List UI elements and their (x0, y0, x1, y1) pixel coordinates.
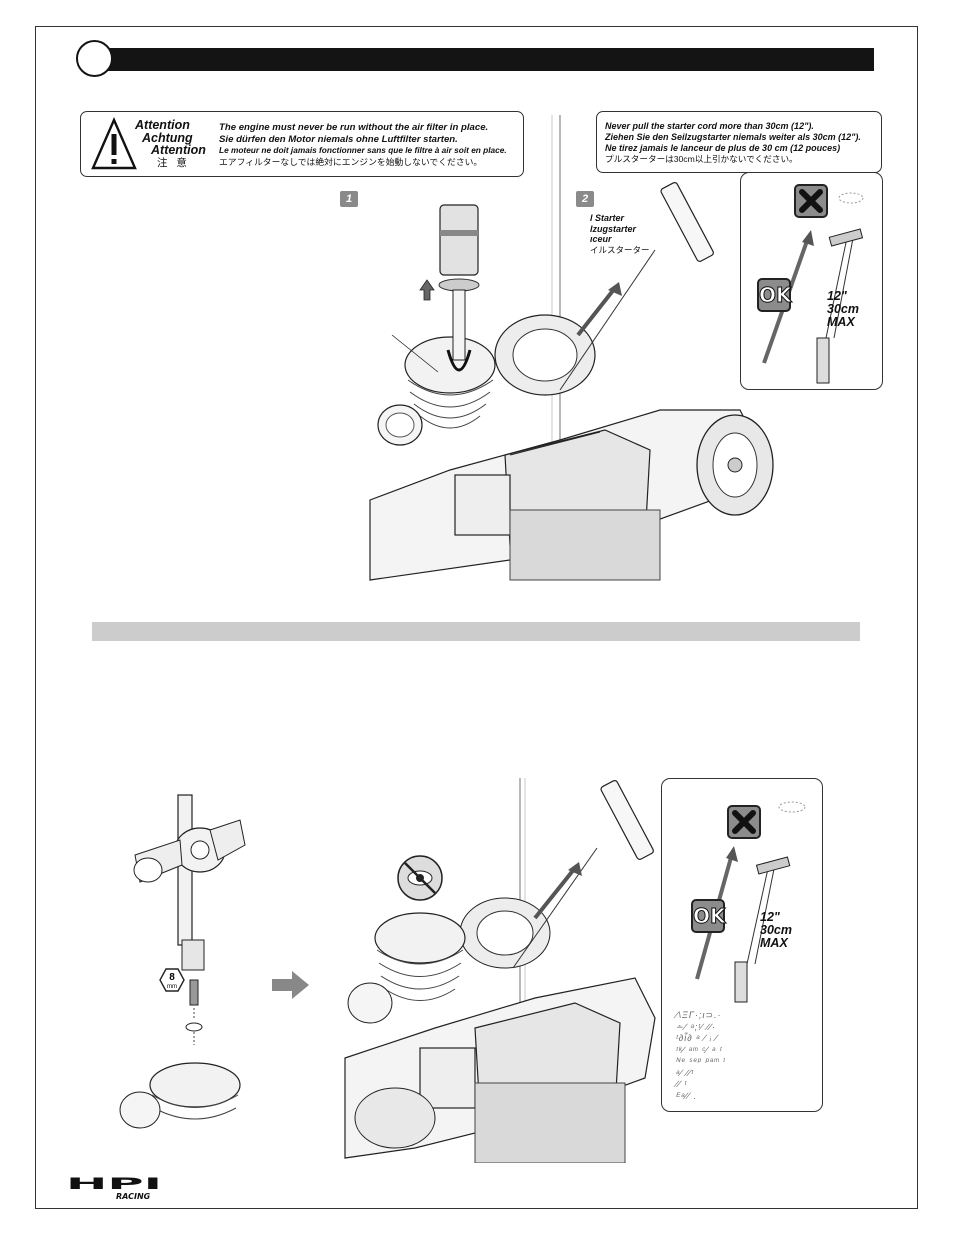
faded-line: ᵗ∂ἶ∂ ᵃ ∕ ᵢ ∕ (676, 1033, 719, 1043)
page-frame (35, 26, 918, 1209)
ok-badge: OK (757, 278, 792, 312)
max-word: MAX (827, 315, 855, 329)
faded-line: ∸∕ ᵃ;ᵗ∕ ∕∕· (676, 1021, 717, 1032)
max-inches-bottom: 12" (760, 910, 780, 924)
faded-warning-text: ∕\ΞΓ·;ι⊃.· ∸∕ ᵃ;ᵗ∕ ∕∕· ᵗ∂ἶ∂ ᵃ ∕ ᵢ ∕ ᵗᵏ∕ … (676, 1010, 726, 1102)
heading-jp: 注 意 (157, 156, 190, 169)
attention-headings: Attention Achtung Attention 注 意 (135, 119, 206, 169)
faded-line: ᴱᵃ∕∕ . (676, 1090, 698, 1101)
attention-line-jp: エアフィルターなしでは絶対にエンジンを始動しないでください。 (219, 156, 483, 167)
starter-label-fr: ıceur (590, 234, 612, 244)
ok-badge-bottom: OK (691, 899, 726, 933)
max-inches: 12" (827, 289, 847, 303)
car-engine-illustration-top (369, 115, 774, 581)
starter-callout-top: OK 12" 30cm MAX (740, 172, 883, 390)
section-divider-bar (92, 622, 860, 641)
starter-pull-diagram-bottom (695, 801, 806, 1003)
x-mark-icon (732, 810, 756, 834)
heading-de: Achtung (142, 130, 193, 145)
next-step-arrow-icon (272, 971, 309, 999)
x-mark-icon (799, 189, 823, 213)
faded-line: ∕∕ ᵗ (676, 1079, 688, 1089)
starter-warning-text: Never pull the starter cord more than 30… (605, 121, 861, 165)
hpi-logo-brand: HPI (66, 1176, 162, 1193)
ng-x-badge (794, 184, 828, 218)
starter-callout-bottom: OK 12" 30cm MAX (661, 778, 823, 1112)
warning-triangle-icon (91, 117, 137, 170)
car-engine-illustration-bottom (344, 778, 656, 1163)
starter-warning-en: Never pull the starter cord more than 30… (605, 121, 814, 131)
hpi-logo-sub: RACING (116, 1192, 151, 1201)
max-cm-bottom: 30cm (760, 923, 792, 937)
max-length-label-bottom: 12" 30cm MAX (760, 911, 792, 950)
starter-label-de: lzugstarter (590, 223, 637, 234)
starter-label-jp: イルスターター (590, 244, 650, 255)
wrench-size-hex-icon: 8 mm (159, 968, 185, 992)
attention-line-de: Sie dürfen den Motor niemals ohne Luftfi… (219, 133, 458, 145)
attention-line-fr: Le moteur ne doit jamais fonctionner san… (219, 145, 507, 155)
heading-fr: Attention (151, 143, 206, 157)
wrench-size-value: 8 (169, 972, 175, 983)
faded-line: ∕\ΞΓ·;ι⊃.· (676, 1010, 722, 1020)
max-word-bottom: MAX (760, 936, 788, 950)
starter-warning-jp: プルスターターは30cm以上引かないでください。 (605, 154, 798, 164)
faded-line: ᵃ∕ ∕∕ᵗ (676, 1067, 694, 1078)
ng-x-badge-bottom (727, 805, 761, 839)
starter-warning-de: Ziehen Sie den Seilzugstarter niemals we… (605, 132, 861, 142)
starter-warning-fr: Ne tirez jamais le lanceur de plus de 30… (605, 143, 841, 153)
hpi-racing-logo: HPI RACING (66, 1176, 162, 1201)
wrench-size-unit: mm (167, 984, 177, 990)
glow-plug-wrench-illustration (119, 794, 246, 1129)
step-number-1: 1 (340, 191, 358, 207)
max-cm: 30cm (827, 302, 859, 316)
faded-line: ᴺᵉ ˢᵉᵖ ᵖᵃᵐ ᵗ (676, 1056, 726, 1066)
attention-line-en: The engine must never be run without the… (219, 122, 489, 133)
starter-label-en: l Starter (590, 213, 625, 223)
step-number-2: 2 (576, 191, 594, 207)
section-number-circle (76, 40, 113, 77)
attention-warning-box: Attention Achtung Attention 注 意 The engi… (80, 111, 524, 177)
attention-text: The engine must never be run without the… (219, 122, 519, 168)
faded-line: ᵗᵏ∕ ᵃᵐ ᶜ∕ ᵃ ᵗ (676, 1044, 723, 1055)
starter-warning-box: Never pull the starter cord more than 30… (596, 111, 882, 173)
section-header-bar (95, 48, 874, 71)
max-length-label: 12" 30cm MAX (827, 290, 859, 329)
heading-en: Attention (135, 118, 190, 132)
pull-starter-label: l Starter lzugstarter ıceur イルスターター (590, 213, 650, 255)
